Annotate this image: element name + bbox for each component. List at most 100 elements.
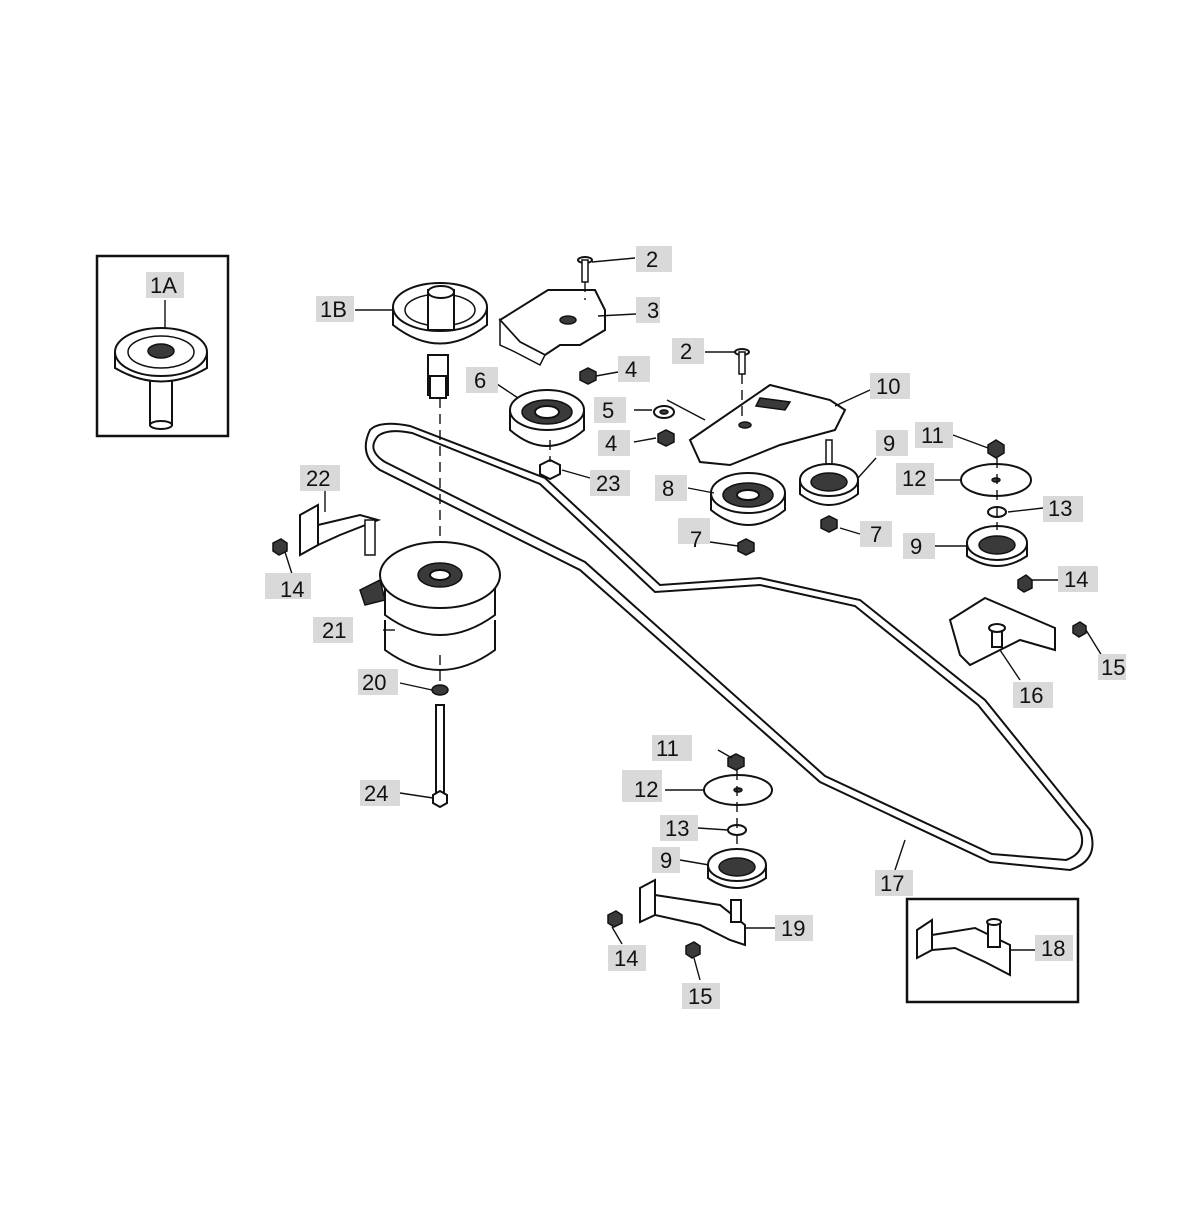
deflector-12-lower [703, 774, 773, 806]
svg-text:14: 14 [614, 946, 638, 971]
nut-23 [539, 458, 561, 481]
svg-text:12: 12 [634, 777, 658, 802]
inset-frame-18 [905, 897, 1080, 1004]
bracket-18 [916, 918, 1011, 977]
callout-12-upper: 12 [896, 463, 934, 495]
svg-text:9: 9 [910, 534, 922, 559]
callout-21: 21 [313, 617, 353, 643]
bracket-22 [299, 503, 382, 557]
callout-9-upper: 9 [876, 430, 908, 456]
bolt-24 [432, 704, 448, 809]
idler-pulley-6 [509, 389, 585, 447]
pulley-1a [114, 327, 208, 430]
callout-13-upper: 13 [1043, 496, 1083, 522]
callout-2-lower: 2 [672, 338, 704, 364]
bolt-14-left [272, 538, 288, 556]
electric-clutch-21 [359, 541, 501, 671]
svg-text:9: 9 [883, 431, 895, 456]
nut-4-upper [579, 367, 597, 385]
callout-4-lower: 4 [598, 430, 630, 456]
callout-2-upper: 2 [636, 246, 672, 272]
bracket-16 [948, 596, 1056, 667]
svg-text:11: 11 [921, 423, 944, 448]
bolt-2-lower [734, 348, 750, 375]
callout-24: 24 [360, 780, 400, 806]
drive-belt-17 [364, 422, 1094, 872]
callout-15-lower: 15 [682, 983, 720, 1009]
nut-7-left [737, 538, 755, 556]
svg-text:13: 13 [665, 816, 689, 841]
svg-text:4: 4 [605, 431, 617, 456]
idler-pulley-9-upper [799, 439, 859, 506]
callout-17: 17 [875, 870, 913, 896]
callout-14-left: 14 [265, 573, 311, 602]
svg-text:3: 3 [647, 298, 659, 323]
callout-23: 23 [590, 470, 630, 496]
svg-text:18: 18 [1041, 936, 1065, 961]
svg-text:17: 17 [880, 871, 904, 896]
callout-16: 16 [1013, 682, 1053, 708]
svg-text:13: 13 [1048, 496, 1072, 521]
svg-text:1A: 1A [150, 273, 177, 298]
callout-7-left: 7 [678, 518, 710, 552]
callout-20: 20 [358, 669, 398, 695]
callout-14-lower: 14 [608, 945, 646, 971]
callout-1b: 1B [316, 296, 354, 322]
callout-6: 6 [466, 367, 498, 393]
callout-13-lower: 13 [660, 815, 698, 841]
callout-4-upper: 4 [618, 356, 650, 382]
svg-text:23: 23 [596, 471, 620, 496]
callout-19: 19 [775, 915, 813, 941]
callout-5: 5 [594, 397, 626, 423]
svg-text:4: 4 [625, 357, 637, 382]
washer-5 [653, 405, 675, 419]
bolt-15-right [1072, 621, 1087, 638]
callout-14-right: 14 [1058, 566, 1098, 592]
bolt-2-upper [577, 256, 593, 283]
svg-text:1B: 1B [320, 297, 347, 322]
callout-11-upper: 11 [915, 422, 953, 448]
svg-text:8: 8 [662, 476, 674, 501]
svg-text:15: 15 [1101, 655, 1125, 680]
inset-frame-1a [95, 254, 230, 438]
svg-text:9: 9 [660, 848, 672, 873]
bolt-14-right [1017, 574, 1033, 593]
svg-text:21: 21 [322, 618, 346, 643]
svg-text:5: 5 [602, 398, 614, 423]
washer-20 [431, 684, 449, 696]
callout-11-lower: 11 [652, 735, 692, 761]
bolt-14-lower [607, 910, 623, 928]
nut-4-lower [657, 429, 675, 447]
svg-text:6: 6 [474, 368, 486, 393]
svg-text:10: 10 [876, 374, 900, 399]
callout-1a: 1A [146, 272, 184, 298]
svg-text:7: 7 [690, 527, 702, 552]
leader-lines [164, 257, 1103, 981]
idler-pulley-9-lower [707, 848, 767, 889]
svg-text:14: 14 [1064, 567, 1088, 592]
nut-7-right [820, 515, 838, 533]
svg-text:2: 2 [680, 339, 692, 364]
svg-text:15: 15 [688, 984, 712, 1009]
svg-text:22: 22 [306, 466, 330, 491]
callout-7-right: 7 [860, 521, 892, 547]
callout-12-lower: 12 [622, 770, 662, 802]
svg-text:12: 12 [902, 466, 926, 491]
callout-10: 10 [870, 373, 910, 399]
callout-9-right: 9 [903, 533, 935, 559]
callout-15-right: 15 [1098, 654, 1126, 680]
deflector-12-upper [960, 463, 1032, 497]
callout-18: 18 [1035, 935, 1073, 961]
bracket-10 [688, 383, 847, 467]
svg-text:14: 14 [280, 577, 304, 602]
svg-text:16: 16 [1019, 683, 1043, 708]
idler-pulley-8 [710, 472, 786, 526]
bolt-11-upper [987, 439, 1005, 459]
svg-text:2: 2 [646, 247, 658, 272]
idler-pulley-9-right [966, 525, 1028, 567]
svg-text:20: 20 [362, 670, 386, 695]
svg-text:11: 11 [656, 736, 679, 761]
pulley-1b [392, 282, 488, 399]
